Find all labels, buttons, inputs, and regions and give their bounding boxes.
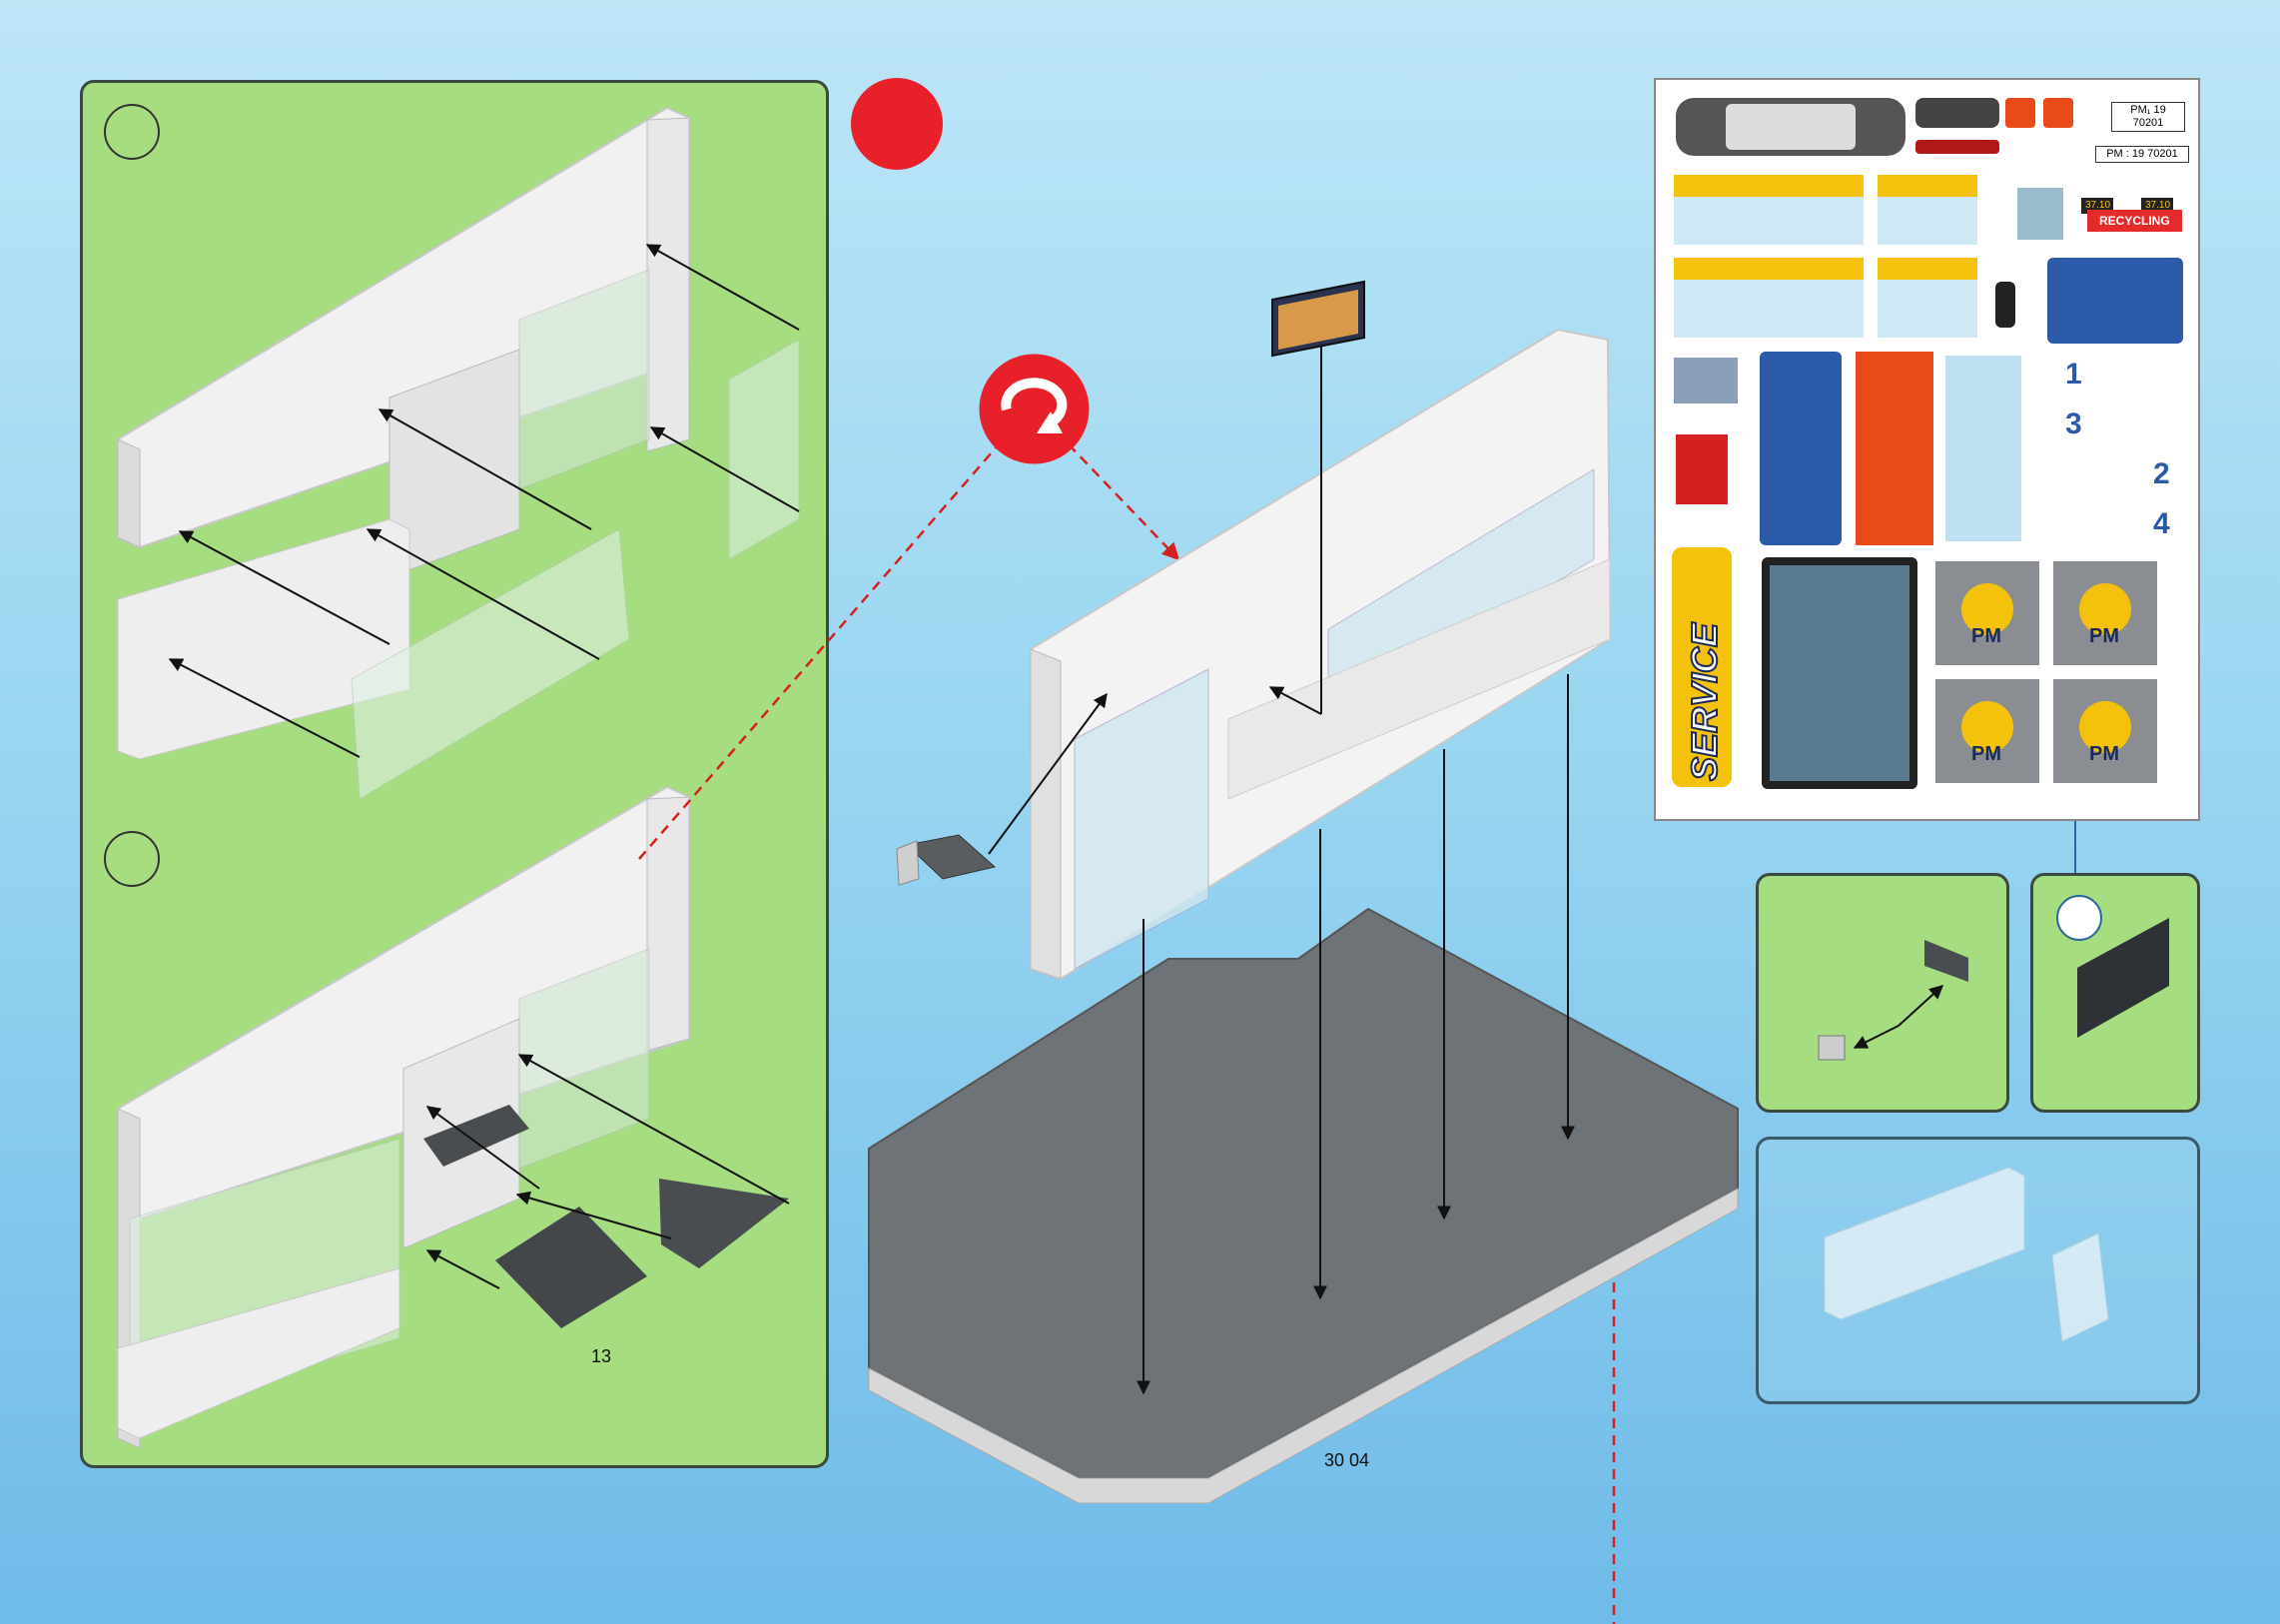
lights-sticker — [1915, 98, 1999, 128]
small-tag-sticker: 37.10 — [2085, 200, 2110, 211]
number-sticker: 2 — [2153, 457, 2170, 491]
food-menu-sticker — [2047, 258, 2183, 344]
camera-detail-panel — [1756, 873, 2009, 1113]
pm-logo-sticker: PM — [1971, 625, 2001, 648]
sign-drawing — [2033, 876, 2197, 1110]
camera-mount-drawing — [1759, 876, 2006, 1110]
sticker-graphics — [1656, 80, 2202, 823]
camera-part — [897, 835, 995, 885]
wall-frame-step2 — [118, 787, 789, 1448]
pm-logo-sticker: PM — [2089, 625, 2119, 648]
pm-code-sticker: PM : 19 70201 — [2095, 146, 2189, 163]
part-label-3004: 30 04 — [1324, 1450, 1369, 1471]
part-label-13: 13 — [591, 1346, 611, 1367]
glass-parts-drawing — [1759, 1140, 2197, 1401]
number-sticker: 3 — [2065, 407, 2082, 441]
pm-code-sticker: PM₁ 19 70201 — [2111, 102, 2185, 132]
glass-parts-panel — [1756, 1137, 2200, 1404]
sign-detail-panel — [2030, 873, 2200, 1113]
pm-logo-sticker: PM — [2089, 743, 2119, 766]
small-tag-sticker: 37.10 — [2145, 200, 2170, 211]
pm-logo-sticker: PM — [1971, 743, 2001, 766]
sticker-sheet: PM₁ 19 70201 PM : 19 70201 RECYCLING SER… — [1654, 78, 2200, 821]
menu-sign — [1272, 282, 1364, 356]
base-plate — [869, 909, 1738, 1503]
rotate-arrow-icon — [977, 352, 1092, 466]
number-sticker: 1 — [2065, 358, 2082, 392]
service-label: SERVICE — [1684, 623, 1726, 781]
red-dot-marker — [851, 78, 943, 170]
number-sticker: 4 — [2153, 507, 2170, 541]
recycling-sticker: RECYCLING — [2087, 210, 2182, 232]
